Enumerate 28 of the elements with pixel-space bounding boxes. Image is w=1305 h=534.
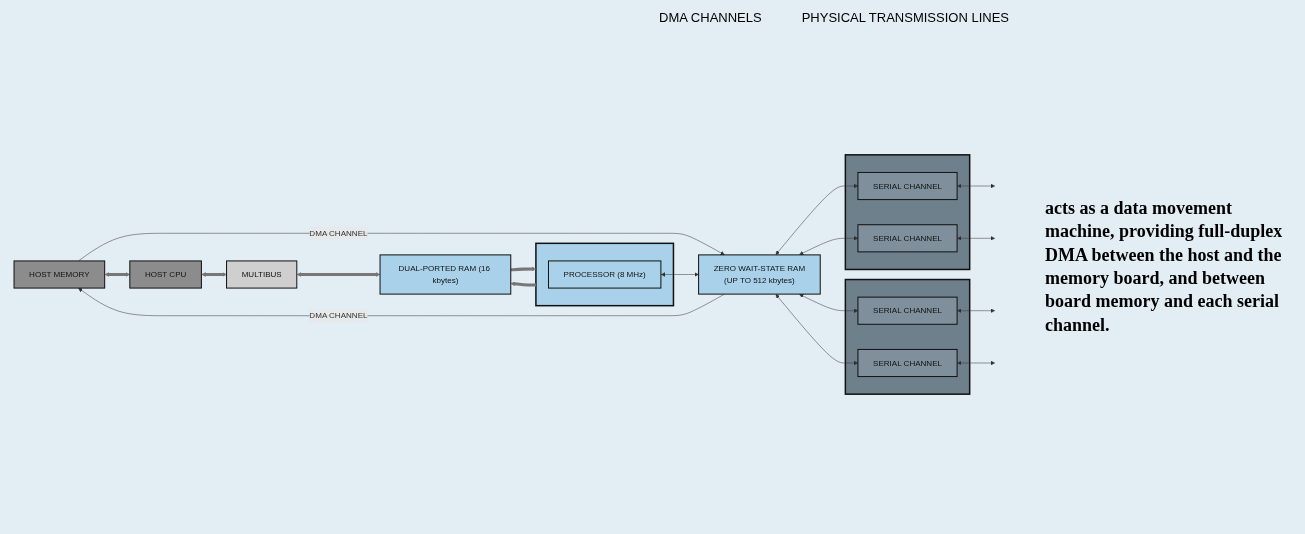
node-box: DUAL-PORTED RAM (16 kbytes) xyxy=(379,254,512,295)
arrow xyxy=(957,308,995,313)
cluster xyxy=(844,154,971,271)
node-box: PROCESSOR (8 MHz) xyxy=(547,260,662,289)
arrow xyxy=(957,360,995,366)
node-box: SERIAL CHANNEL xyxy=(857,171,958,201)
node-box: HOST CPU xyxy=(129,260,202,289)
arrow xyxy=(510,281,536,287)
arrow xyxy=(510,266,537,272)
caption: acts as a data movement machine, providing full-duplex DMA between the host and the memory board, and between board memory and each serial channel. xyxy=(1045,196,1284,337)
node-box: MULTIBUS xyxy=(226,260,298,289)
connector-group-label: DMA CHANNELS xyxy=(659,10,762,25)
arrow xyxy=(201,272,227,277)
arrow xyxy=(957,183,995,189)
edge-label: DMA CHANNEL xyxy=(309,311,368,320)
node-box: SERIAL CHANNEL xyxy=(857,348,958,378)
cluster xyxy=(535,242,675,307)
arrow xyxy=(296,272,381,277)
node-box: ZERO WAIT-STATE RAM (UP TO 512 kbytes) xyxy=(698,254,821,295)
arrow xyxy=(957,236,995,241)
arrow xyxy=(660,272,699,277)
node-box: SERIAL CHANNEL xyxy=(857,224,958,253)
node-box: HOST MEMORY xyxy=(13,260,106,289)
node-box: SERIAL CHANNEL xyxy=(857,296,958,325)
connector-group-label: PHYSICAL TRANSMISSION LINES xyxy=(801,10,1009,25)
arrow xyxy=(104,272,130,277)
edge-label: DMA CHANNEL xyxy=(309,228,368,238)
cluster xyxy=(844,278,971,395)
